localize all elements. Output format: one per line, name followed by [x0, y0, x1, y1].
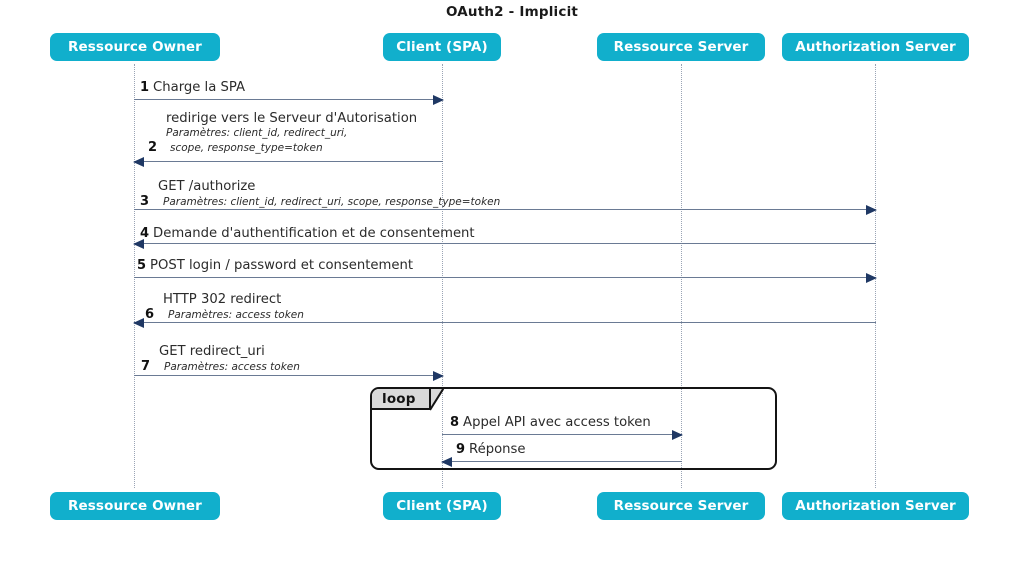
- message-arrow-1: [134, 95, 444, 105]
- participant-header-rs[interactable]: Ressource Server: [597, 33, 765, 61]
- lifeline-owner: [134, 64, 135, 488]
- message-number: 5: [137, 258, 147, 273]
- message-arrow-4: [133, 239, 876, 249]
- participant-footer-client[interactable]: Client (SPA): [383, 492, 501, 520]
- message-label-7: 7 GET redirect_uri Paramètres: access to…: [141, 344, 300, 374]
- participant-label: Client (SPA): [396, 498, 488, 514]
- message-text: GET redirect_uri: [159, 344, 265, 359]
- message-label-6: 6 HTTP 302 redirect Paramètres: access t…: [145, 292, 304, 322]
- message-params: Paramètres: client_id, redirect_uri, sco…: [163, 196, 501, 208]
- participant-footer-owner[interactable]: Ressource Owner: [50, 492, 220, 520]
- lifeline-client: [442, 64, 443, 488]
- participant-label: Ressource Owner: [68, 498, 202, 514]
- message-label-8: 8 Appel API avec access token: [450, 415, 651, 430]
- participant-footer-rs[interactable]: Ressource Server: [597, 492, 765, 520]
- message-text: Demande d'authentification et de consent…: [153, 226, 475, 241]
- message-text: GET /authorize: [158, 179, 256, 194]
- arrowhead-left-icon: [133, 239, 144, 249]
- message-text: HTTP 302 redirect: [163, 292, 282, 307]
- participant-header-owner[interactable]: Ressource Owner: [50, 33, 220, 61]
- message-text: Appel API avec access token: [463, 415, 651, 430]
- arrowhead-right-icon: [866, 205, 877, 215]
- arrowhead-right-icon: [433, 95, 444, 105]
- message-params: scope, response_type=token: [170, 142, 323, 154]
- arrowhead-left-icon: [133, 318, 144, 328]
- message-text: redirige vers le Serveur d'Autorisation: [166, 111, 418, 126]
- message-number: 4: [140, 226, 150, 241]
- message-number: 7: [141, 359, 151, 374]
- arrowhead-left-icon: [441, 457, 452, 467]
- lifeline-rs: [681, 64, 682, 488]
- message-arrow-9: [441, 457, 682, 467]
- loop-fragment: [370, 387, 777, 470]
- participant-label: Ressource Owner: [68, 39, 202, 55]
- participant-label: Ressource Server: [613, 498, 749, 514]
- message-label-1: 1 Charge la SPA: [140, 80, 245, 95]
- message-label-5: 5 POST login / password et consentement: [137, 258, 413, 273]
- participant-header-as[interactable]: Authorization Server: [782, 33, 969, 61]
- message-number: 2: [148, 140, 158, 155]
- participant-label: Ressource Server: [613, 39, 749, 55]
- message-params: Paramètres: access token: [168, 309, 304, 321]
- participant-label: Client (SPA): [396, 39, 488, 55]
- message-label-4: 4 Demande d'authentification et de conse…: [140, 226, 475, 241]
- message-label-3: 3 GET /authorize Paramètres: client_id, …: [140, 179, 500, 209]
- message-params: Paramètres: access token: [164, 361, 300, 373]
- message-label-9: 9 Réponse: [456, 442, 526, 457]
- message-arrow-8: [442, 430, 683, 440]
- page-title: OAuth2 - Implicit: [445, 4, 579, 20]
- message-number: 9: [456, 442, 466, 457]
- loop-fragment-label-tab: loop: [372, 389, 431, 410]
- arrowhead-right-icon: [672, 430, 683, 440]
- message-number: 1: [140, 80, 150, 95]
- message-arrow-3: [134, 205, 877, 215]
- loop-tab-notch-icon: [431, 389, 444, 410]
- message-number: 6: [145, 307, 155, 322]
- message-params: Paramètres: client_id, redirect_uri,: [166, 127, 348, 139]
- message-text: Réponse: [469, 442, 526, 457]
- message-number: 3: [140, 194, 150, 209]
- message-arrow-6: [133, 318, 876, 328]
- participant-label: Authorization Server: [795, 498, 956, 514]
- message-text: Charge la SPA: [153, 80, 245, 95]
- message-text: POST login / password et consentement: [150, 258, 414, 273]
- participant-label: Authorization Server: [795, 39, 956, 55]
- message-label-2: redirige vers le Serveur d'Autorisation …: [148, 111, 417, 155]
- message-arrow-2: [133, 157, 443, 167]
- arrowhead-left-icon: [133, 157, 144, 167]
- message-arrow-7: [134, 371, 444, 381]
- participant-header-client[interactable]: Client (SPA): [383, 33, 501, 61]
- loop-label: loop: [382, 390, 416, 407]
- message-arrow-5: [134, 273, 877, 283]
- arrowhead-right-icon: [433, 371, 444, 381]
- participant-footer-as[interactable]: Authorization Server: [782, 492, 969, 520]
- message-number: 8: [450, 415, 460, 430]
- arrowhead-right-icon: [866, 273, 877, 283]
